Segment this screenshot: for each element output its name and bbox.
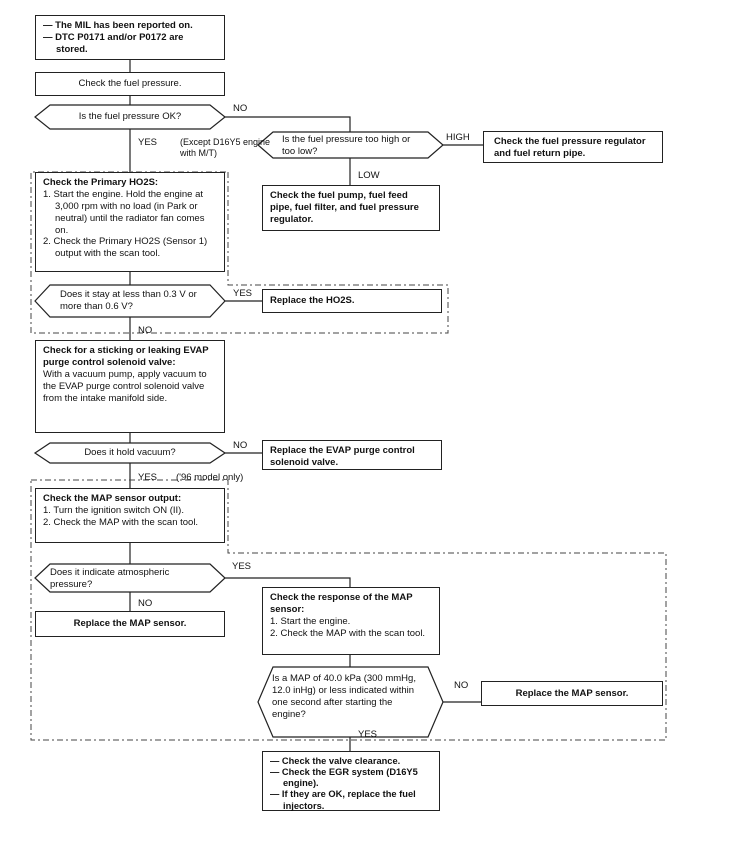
- fix-regulator-text: Check the fuel pressure regulator and fu…: [494, 136, 646, 159]
- label-except-d16y5: (Except D16Y5 engine with M/T): [180, 137, 271, 158]
- check-fuel-pressure-box: Check the fuel pressure.: [35, 72, 225, 96]
- map-check-box: Check the MAP sensor output: 1. Turn the…: [35, 488, 225, 543]
- ho2s-step-1: 1. Start the engine. Hold the engine at …: [43, 188, 205, 236]
- replace-evap-box: Replace the EVAP purge control solenoid …: [262, 440, 442, 470]
- decision-too-high-low-text: Is the fuel pressure too high or too low…: [282, 134, 411, 157]
- final-line-valve: — Check the valve clearance.: [270, 756, 401, 766]
- decision-atmospheric-text: Does it indicate atmospheric pressure?: [50, 567, 170, 590]
- evap-title: Check for a sticking or leaking EVAP pur…: [43, 345, 209, 368]
- label-no-ho2s: NO: [138, 325, 153, 336]
- decision-hold-vacuum-text: Does it hold vacuum?: [84, 447, 176, 458]
- except-d16y5-region: [30, 171, 449, 334]
- map-step-2: 2. Check the MAP with the scan tool.: [43, 516, 199, 528]
- final-line-egr: — Check the EGR system (D16Y5 engine).: [270, 767, 418, 789]
- ho2s-step-2: 2. Check the Primary HO2S (Sensor 1) out…: [43, 236, 208, 260]
- check-fuel-pressure-text: Check the fuel pressure.: [78, 78, 182, 90]
- ho2s-title: Check the Primary HO2S:: [43, 177, 159, 188]
- start-box: — The MIL has been reported on. — DTC P0…: [35, 15, 225, 60]
- final-line-injectors: — If they are OK, replace the fuel injec…: [270, 789, 416, 811]
- label-96-model-only: ('96 model only): [176, 472, 244, 483]
- start-line-dtc: — DTC P0171 and/or P0172 are stored.: [43, 31, 184, 55]
- label-yes-fuel-pressure: YES: [138, 137, 158, 148]
- label-no-vacuum: NO: [233, 440, 248, 451]
- label-no-map-40kpa: NO: [454, 680, 469, 691]
- fix-pump-text: Check the fuel pump, fuel feed pipe, fue…: [270, 190, 419, 225]
- model-96-region: [30, 479, 667, 741]
- fix-pump-box: Check the fuel pump, fuel feed pipe, fue…: [262, 185, 440, 231]
- map-response-step-1: 1. Start the engine.: [270, 615, 351, 627]
- start-line-mil: — The MIL has been reported on.: [43, 20, 193, 31]
- map-step-1: 1. Turn the ignition switch ON (II).: [43, 504, 184, 516]
- label-yes-vacuum: YES: [138, 472, 158, 483]
- replace-map-text-1: Replace the MAP sensor.: [73, 618, 187, 630]
- label-low: LOW: [358, 170, 380, 181]
- decision-ho2s-voltage-text: Does it stay at less than 0.3 V or more …: [60, 289, 197, 312]
- label-high: HIGH: [446, 132, 470, 143]
- label-yes-map-40kpa: YES: [358, 729, 378, 740]
- label-no-atmospheric: NO: [138, 598, 153, 609]
- evap-text: With a vacuum pump, apply vacuum to the …: [43, 368, 207, 404]
- fix-regulator-box: Check the fuel pressure regulator and fu…: [483, 131, 663, 163]
- ho2s-check-box: Check the Primary HO2S: 1. Start the eng…: [35, 172, 225, 272]
- label-no-fuel-pressure: NO: [233, 103, 248, 114]
- replace-map-box-2: Replace the MAP sensor.: [481, 681, 663, 706]
- final-box: — Check the valve clearance. — Check the…: [262, 751, 440, 811]
- replace-map-box-1: Replace the MAP sensor.: [35, 611, 225, 637]
- label-yes-ho2s: YES: [233, 288, 253, 299]
- decision-map-40kpa-text: Is a MAP of 40.0 kPa (300 mmHg, 12.0 inH…: [272, 673, 416, 720]
- map-response-title: Check the response of the MAP sensor:: [270, 592, 413, 615]
- replace-evap-text: Replace the EVAP purge control solenoid …: [270, 445, 415, 468]
- decision-fuel-pressure-ok-text: Is the fuel pressure OK?: [78, 111, 182, 122]
- map-response-step-2: 2. Check the MAP with the scan tool.: [270, 627, 426, 639]
- evap-check-box: Check for a sticking or leaking EVAP pur…: [35, 340, 225, 433]
- label-yes-atmospheric: YES: [232, 561, 252, 572]
- map-title: Check the MAP sensor output:: [43, 493, 182, 504]
- replace-map-text-2: Replace the MAP sensor.: [515, 687, 629, 699]
- map-response-box: Check the response of the MAP sensor: 1.…: [262, 587, 440, 655]
- replace-ho2s-box: Replace the HO2S.: [262, 289, 442, 313]
- replace-ho2s-text: Replace the HO2S.: [270, 295, 355, 307]
